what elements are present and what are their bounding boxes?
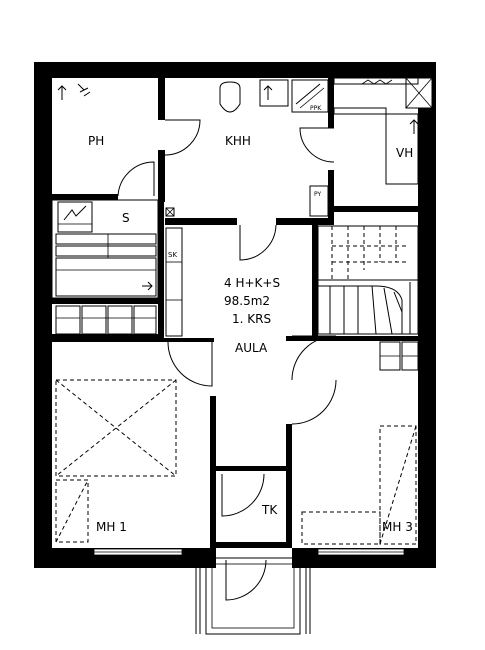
door-khh[interactable] xyxy=(239,224,277,261)
windows xyxy=(93,77,433,556)
room-label-tk: TK xyxy=(261,503,278,517)
room-label-khh: KHH xyxy=(225,134,251,148)
summary-line3: 1. KRS xyxy=(232,312,271,326)
exterior-walls xyxy=(34,62,436,568)
sauna-room xyxy=(51,199,159,299)
room-label-vh: VH xyxy=(396,146,413,160)
walk-in-closet xyxy=(333,77,419,185)
door-sauna[interactable] xyxy=(117,161,155,197)
room-label-s: S xyxy=(122,211,130,225)
door-vh[interactable] xyxy=(299,127,335,163)
door-tk[interactable] xyxy=(221,473,265,517)
beds xyxy=(55,379,417,545)
door-ph[interactable] xyxy=(164,119,201,156)
room-labels: PH KHH VH S SK PY PPK 4 H+K+S 98.5m2 1. … xyxy=(88,105,413,534)
door-mh3[interactable] xyxy=(291,335,337,381)
shower-icon xyxy=(77,83,91,97)
room-label-py: PY xyxy=(314,191,321,198)
room-label-ppk: PPK xyxy=(310,105,322,112)
up-arrow-icon xyxy=(263,85,273,100)
staircase xyxy=(317,225,419,335)
up-arrow-icon xyxy=(57,85,67,100)
door-corridor[interactable] xyxy=(291,379,337,425)
bathroom-fixtures xyxy=(219,79,329,217)
room-label-mh3: MH 3 xyxy=(382,520,413,534)
door-swings[interactable] xyxy=(117,119,337,601)
door-mh1[interactable] xyxy=(167,341,213,387)
door-entrance[interactable] xyxy=(225,559,267,601)
fixture-icons xyxy=(57,83,419,134)
closets xyxy=(55,207,183,337)
room-label-mh1: MH 1 xyxy=(96,520,127,534)
room-label-sk: SK xyxy=(168,251,177,259)
entrance-porch xyxy=(195,557,311,635)
summary-line1: 4 H+K+S xyxy=(224,276,280,290)
hall-label: AULA xyxy=(235,341,268,355)
up-arrow-icon xyxy=(409,119,419,134)
room-label-ph: PH xyxy=(88,134,104,148)
summary-line2: 98.5m2 xyxy=(224,294,270,308)
bedroom3-closets xyxy=(379,341,419,371)
interior-walls xyxy=(52,78,418,548)
